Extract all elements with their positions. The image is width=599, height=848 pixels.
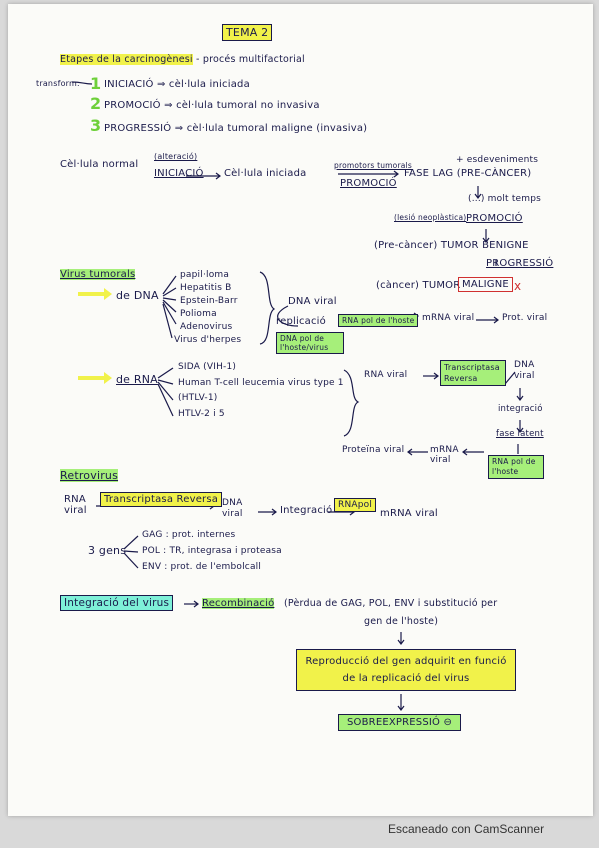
- virus-heading: Virus tumorals: [60, 269, 136, 280]
- step-number-1: 1: [90, 74, 102, 93]
- step-number-3: 3: [90, 116, 102, 135]
- gen-pol: POL : TR, integrasa i proteasa: [142, 546, 282, 556]
- retro-mrna-viral: mRNA viral: [380, 508, 438, 519]
- retro-integracio: Integració: [280, 505, 333, 516]
- retro-dna-viral: DNA viral: [222, 498, 243, 519]
- integracio-label: integració: [498, 404, 543, 414]
- mrna-viral-2-label: mRNA viral: [430, 445, 459, 465]
- reproduccio-line-2: de la replicació del virus: [342, 673, 470, 684]
- dna-virus-1: papil·loma: [180, 270, 230, 280]
- flow-promocio-1: PROMOCIÓ: [340, 178, 397, 189]
- rna-virus-4: HTLV-2 i 5: [178, 409, 225, 419]
- flow-x-mark: x: [514, 279, 522, 293]
- flow-esdeveniments: + esdeveniments: [456, 155, 539, 165]
- rna-viral-label: RNA viral: [364, 370, 408, 380]
- gen-gag: GAG : prot. internes: [142, 530, 236, 540]
- step-number-2: 2: [90, 94, 102, 113]
- flow-promotors: promotors tumorals: [334, 161, 412, 170]
- retro-rna-viral: RNA viral: [64, 494, 87, 516]
- step-text-2: PROMOCIÓ ⇒ cèl·lula tumoral no invasiva: [104, 100, 320, 111]
- fase-latent-label: fase latent: [496, 429, 544, 439]
- rna-pol-hoste-box: RNA pol de l'hoste: [338, 314, 419, 327]
- flow-progressio: PROGRESSIÓ: [486, 258, 554, 269]
- transform-label: transform.: [36, 79, 80, 88]
- dna-virus-4: Polioma: [180, 309, 217, 319]
- rna-virus-3: (HTLV-1): [178, 393, 218, 403]
- gen-env: ENV : prot. de l'embolcall: [142, 562, 262, 572]
- reproduccio-line-1: Reproducció del gen adquirit en funció: [305, 656, 507, 667]
- dna-virus-6: Virus d'herpes: [174, 335, 242, 345]
- dna-viral-label: DNA viral: [288, 296, 337, 307]
- flow-cancer: (càncer) TUMOR: [376, 280, 461, 291]
- flow-alteracio: (alteració): [154, 152, 198, 161]
- recombinacio-label: Recombinació: [202, 598, 275, 609]
- transcriptasa-box: Transcriptasa Reversa: [440, 360, 506, 386]
- virus-de-dna: de DNA: [116, 289, 159, 302]
- virus-de-rna: de RNA: [116, 373, 158, 386]
- etapes-subtitle: - procés multifactorial: [196, 54, 305, 65]
- flow-molt-temps: (...) molt temps: [468, 194, 542, 204]
- proteina-viral-label: Proteïna viral: [342, 445, 405, 455]
- retro-transcriptasa-box: Transcriptasa Reversa: [100, 492, 223, 507]
- rna-pol-hoste-2-box: RNA pol de l'hoste: [488, 455, 544, 479]
- dna-virus-3: Epstein-Barr: [180, 296, 238, 306]
- integracio-virus-box: Integració del virus: [60, 595, 174, 611]
- replicacio-label: replicació: [276, 316, 326, 327]
- flow-fase-lag: FASE LAG (PRE-CÀNCER): [404, 168, 532, 179]
- dna-pol-box: DNA pol de l'hoste/virus: [276, 332, 344, 354]
- dna-virus-5: Adenovirus: [180, 322, 233, 332]
- step-text-3: PROGRESSIÓ ⇒ cèl·lula tumoral maligne (i…: [104, 123, 368, 134]
- mrna-viral-label: mRNA viral: [422, 313, 475, 323]
- flow-lesio: (lesió neoplàstica): [394, 213, 467, 222]
- rna-virus-2: Human T-cell leucemia virus type 1: [178, 378, 344, 388]
- page-title: TEMA 2: [222, 24, 273, 41]
- perdua-text-2: gen de l'hoste): [364, 616, 439, 627]
- flow-cell-iniciada: Cèl·lula iniciada: [224, 168, 307, 179]
- flow-precancer: (Pre-càncer) TUMOR BENIGNE: [374, 240, 529, 251]
- sobreexpressio-box: SOBREEXPRESSIÓ ⊖: [338, 714, 462, 731]
- dna-virus-2: Hepatitis B: [180, 283, 232, 293]
- scanned-page: TEMA 2 Etapes de la carcinogènesi - proc…: [8, 4, 593, 816]
- flow-iniciacio: INICIACIÓ: [154, 168, 204, 179]
- prot-viral-label: Prot. viral: [502, 313, 548, 323]
- etapes-heading: Etapes de la carcinogènesi: [60, 54, 193, 65]
- retro-heading: Retrovirus: [60, 469, 119, 482]
- flow-promocio-2: PROMOCIÓ: [466, 213, 523, 224]
- retro-rnapol-box: RNApol: [334, 498, 377, 512]
- rna-virus-1: SIDA (VIH-1): [178, 362, 237, 372]
- gens-label: 3 gens: [88, 544, 127, 557]
- scanner-watermark: Escaneado con CamScanner: [388, 822, 545, 836]
- flow-cell-normal: Cèl·lula normal: [60, 159, 139, 170]
- perdua-text: (Pèrdua de GAG, POL, ENV i substitució p…: [284, 598, 498, 609]
- dna-viral-2-label: DNA viral: [514, 360, 535, 381]
- flow-maligne: MALIGNE: [458, 277, 513, 292]
- step-text-1: INICIACIÓ ⇒ cèl·lula iniciada: [104, 79, 250, 90]
- reproduccio-box: Reproducció del gen adquirit en funció d…: [296, 649, 516, 691]
